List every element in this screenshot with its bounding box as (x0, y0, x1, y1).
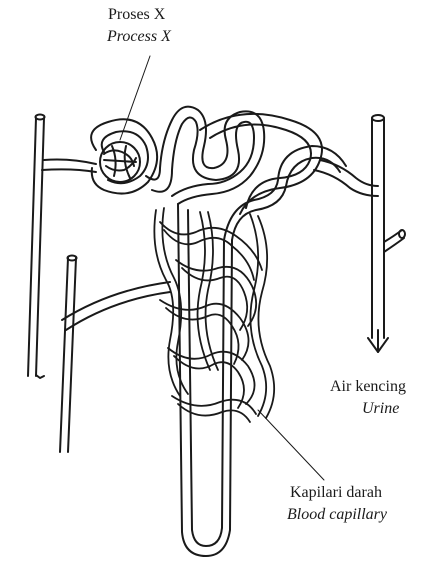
distal-tubule (200, 114, 378, 214)
efferent-vessel (60, 256, 170, 453)
blood-capillary-label-english: Blood capillary (287, 506, 387, 524)
glomerulus (100, 142, 140, 182)
blood-capillary-label-malay: Kapilari darah (290, 484, 382, 502)
proximal-tubule (146, 107, 264, 204)
afferent-arteriole (28, 115, 96, 379)
urine-label-english: Urine (362, 400, 399, 418)
urine-label-malay: Air kencing (330, 378, 406, 396)
leader-blood-capillary (258, 410, 324, 480)
process-x-label-english: Process X (107, 28, 171, 46)
collecting-duct (368, 115, 405, 352)
capillary-network (154, 208, 274, 422)
process-x-label-malay: Proses X (108, 6, 165, 24)
